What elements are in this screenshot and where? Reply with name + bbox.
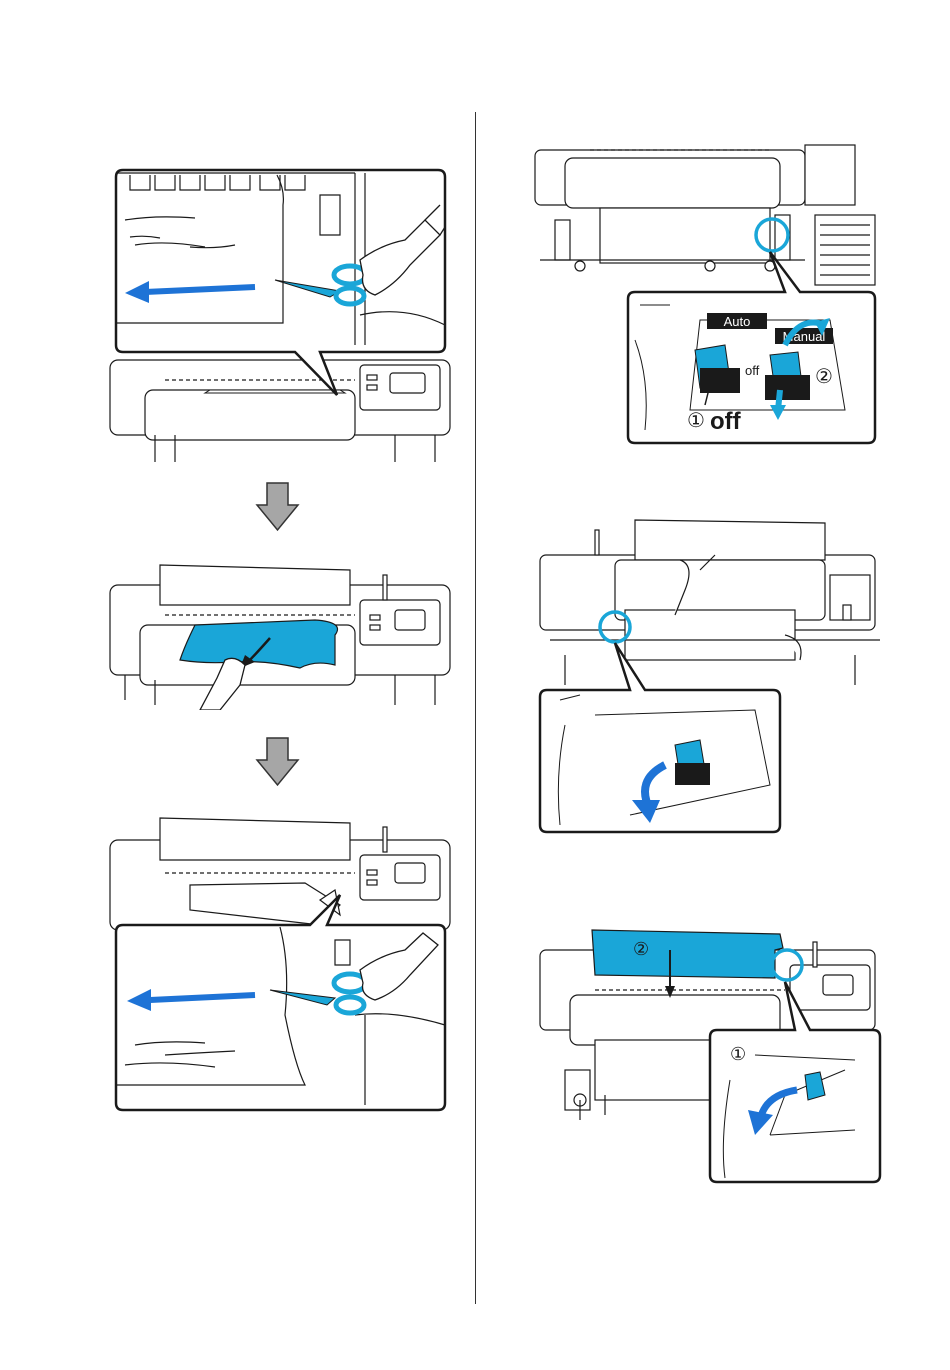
- down-arrow-icon: [257, 738, 298, 785]
- figure-close-cover: ② ①: [535, 920, 885, 1185]
- down-arrow-icon: [257, 483, 298, 530]
- lever-step1-num: ①: [730, 1044, 746, 1064]
- step2-num: ②: [815, 366, 833, 388]
- step1-num: ①: [687, 410, 705, 432]
- column-divider: [475, 112, 476, 1304]
- figure-auto-switch: Auto Manual off ① off ②: [530, 140, 885, 445]
- off-small-label: off: [745, 363, 760, 378]
- auto-label: Auto: [724, 314, 751, 329]
- figure-media-lever: [535, 515, 885, 835]
- step1-off-label: off: [710, 408, 742, 435]
- step-down-arrow-1: [255, 480, 300, 535]
- figure-pull-media: [105, 560, 455, 710]
- figure-trim-media: [105, 815, 455, 1115]
- step-down-arrow-2: [255, 735, 300, 790]
- cover-step2-num: ②: [633, 939, 649, 959]
- figure-cut-media: [105, 165, 455, 465]
